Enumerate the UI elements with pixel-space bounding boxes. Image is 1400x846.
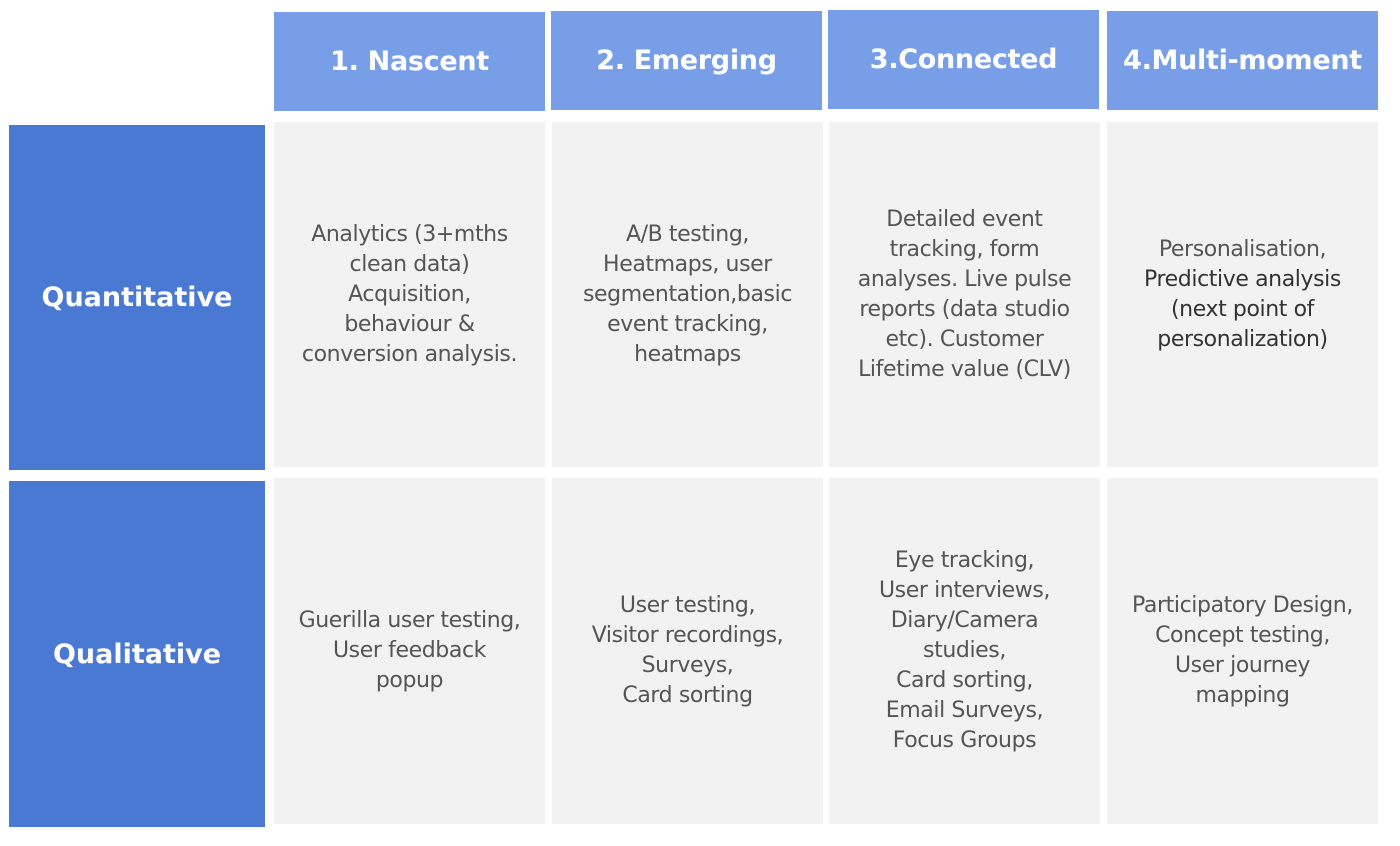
cell-text-line: (next point of bbox=[1170, 296, 1314, 322]
cell-text-line: Participatory Design, bbox=[1132, 593, 1353, 618]
cell-text-line: Personalisation, bbox=[1158, 236, 1327, 262]
cell-text-line: A/B testing, bbox=[625, 221, 749, 247]
cell-qualitative-connected: Eye tracking, User interviews, Diary/Cam… bbox=[829, 478, 1100, 824]
column-header-label: 4.Multi-moment bbox=[1123, 45, 1362, 76]
row-header-label: Quantitative bbox=[41, 282, 233, 313]
column-header-nascent: 1. Nascent bbox=[274, 12, 545, 111]
cell-text-line: Eye tracking, bbox=[894, 548, 1035, 573]
cell-text-line: Detailed event bbox=[886, 206, 1043, 232]
cell-text-line: Acquisition, bbox=[348, 281, 471, 307]
cell-quantitative-emerging: A/B testing, Heatmaps, user segmentation… bbox=[552, 122, 823, 467]
cell-text-line: User interviews, bbox=[878, 578, 1051, 603]
column-header-label: 2. Emerging bbox=[596, 45, 777, 76]
cell-text-line: behaviour & bbox=[344, 311, 475, 337]
cell-text-line: analyses. Live pulse bbox=[857, 266, 1072, 292]
cell-text-line: studies, bbox=[923, 638, 1006, 663]
column-header-connected: 3.Connected bbox=[828, 10, 1099, 109]
cell-text-line: event tracking, bbox=[607, 311, 768, 337]
cell-text-line: segmentation,basic bbox=[582, 281, 793, 307]
cell-text-line: Lifetime value (CLV) bbox=[858, 356, 1071, 382]
cell-text-line: Diary/Camera bbox=[890, 608, 1039, 633]
cell-text-line: reports (data studio bbox=[859, 296, 1070, 322]
cell-text-line: clean data) bbox=[349, 251, 470, 277]
cell-text-line: Email Surveys, bbox=[885, 698, 1044, 723]
column-header-label: 1. Nascent bbox=[330, 46, 489, 77]
cell-qualitative-multi-moment: Participatory Design, Concept testing, U… bbox=[1107, 478, 1378, 824]
cell-text-line: popup bbox=[375, 668, 444, 693]
cell-text-line: personalization) bbox=[1157, 326, 1328, 352]
cell-text-line: User feedback bbox=[332, 638, 486, 663]
cell-quantitative-connected: Detailed event tracking, form analyses. … bbox=[829, 122, 1100, 467]
cell-text-line: Heatmaps, user bbox=[603, 251, 772, 277]
cell-text-line: mapping bbox=[1195, 683, 1290, 708]
cell-text-line: User testing, bbox=[619, 593, 756, 618]
column-header-emerging: 2. Emerging bbox=[551, 11, 822, 110]
row-header-qualitative: Qualitative bbox=[9, 481, 265, 827]
cell-text-line: User journey bbox=[1174, 653, 1310, 678]
cell-text-line: etc). Customer bbox=[885, 326, 1044, 352]
cell-qualitative-emerging: User testing, Visitor recordings, Survey… bbox=[552, 478, 823, 824]
cell-text-line: Focus Groups bbox=[892, 728, 1037, 753]
cell-text-line: Guerilla user testing, bbox=[298, 608, 521, 633]
cell-qualitative-nascent: Guerilla user testing, User feedback pop… bbox=[274, 478, 545, 824]
cell-text-line: Predictive analysis bbox=[1144, 266, 1341, 292]
cell-text-line: Card sorting, bbox=[896, 668, 1033, 693]
cell-text-line: Visitor recordings, bbox=[591, 623, 784, 648]
cell-text-line: Card sorting bbox=[622, 683, 753, 708]
row-header-label: Qualitative bbox=[52, 638, 222, 670]
cell-text-line: tracking, form bbox=[889, 236, 1040, 262]
column-header-multi-moment: 4.Multi-moment bbox=[1107, 11, 1378, 110]
cell-text-line: Surveys, bbox=[641, 653, 734, 678]
cell-text-line: conversion analysis. bbox=[301, 341, 518, 367]
column-header-label: 3.Connected bbox=[869, 44, 1058, 75]
cell-quantitative-multi-moment: Personalisation, Predictive analysis (ne… bbox=[1107, 122, 1378, 467]
cell-text-line: Analytics (3+mths bbox=[311, 221, 508, 247]
cell-text-line: heatmaps bbox=[634, 341, 741, 367]
row-header-quantitative: Quantitative bbox=[9, 125, 265, 470]
cell-text-line: Concept testing, bbox=[1155, 623, 1330, 648]
cell-quantitative-nascent: Analytics (3+mths clean data) Acquisitio… bbox=[274, 122, 545, 467]
